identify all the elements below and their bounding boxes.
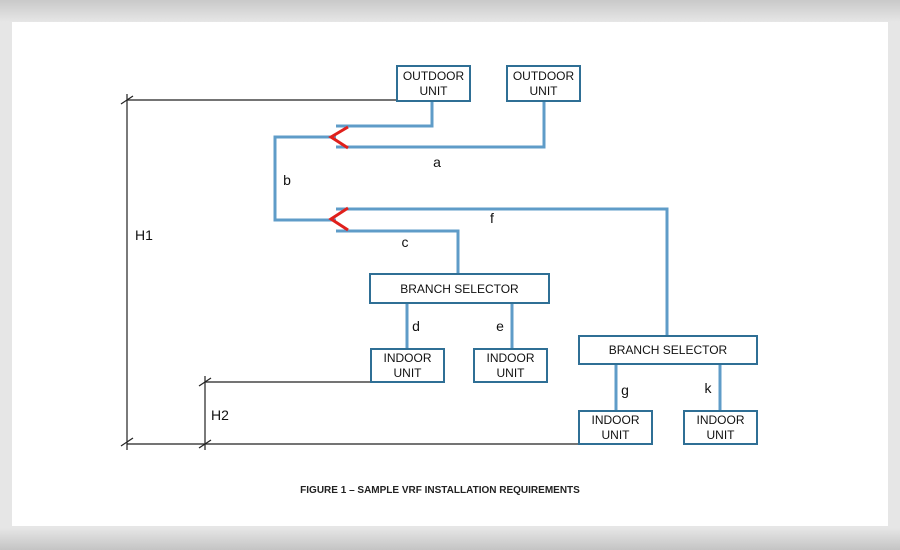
branch-selector-2-label: BRANCH SELECTOR [609, 343, 728, 357]
branch-selector-1-label: BRANCH SELECTOR [400, 282, 519, 296]
indoor-unit-2-line1: INDOOR [487, 351, 535, 365]
outdoor-unit-2: OUTDOOR UNIT [506, 65, 581, 102]
indoor-unit-4: INDOOR UNIT [683, 410, 758, 445]
outdoor-unit-1: OUTDOOR UNIT [396, 65, 471, 102]
h1-top-tick [120, 95, 134, 105]
h1-bottom-tick [120, 437, 134, 447]
indoor-unit-1-line2: UNIT [394, 366, 423, 380]
height-label-h2: H2 [211, 407, 229, 423]
height-label-h1: H1 [135, 227, 153, 243]
pipe-f [336, 207, 669, 336]
refnet-joint-lower [328, 206, 349, 232]
indoor-unit-2: INDOOR UNIT [473, 348, 548, 383]
outdoor-unit-2-line1: OUTDOOR [513, 69, 575, 83]
pipe-outdoor-1 [336, 102, 434, 128]
h2-top-tick [198, 377, 212, 387]
refnet-joint-upper [328, 125, 349, 150]
pipe-label-c: c [402, 234, 409, 250]
branch-selector-2: BRANCH SELECTOR [578, 335, 758, 365]
outdoor-unit-2-line2: UNIT [530, 84, 559, 98]
indoor-unit-3-line2: UNIT [602, 428, 631, 442]
pipe-label-e: e [496, 318, 504, 334]
branch-selector-1: BRANCH SELECTOR [369, 273, 550, 304]
figure-caption: FIGURE 1 – SAMPLE VRF INSTALLATION REQUI… [300, 485, 580, 496]
pipe-a [336, 102, 546, 149]
indoor-unit-4-line1: INDOOR [697, 413, 745, 427]
indoor-unit-3-line1: INDOOR [592, 413, 640, 427]
indoor-unit-4-line2: UNIT [707, 428, 736, 442]
pipe-label-d: d [412, 318, 420, 334]
indoor-unit-1-line1: INDOOR [384, 351, 432, 365]
pipe-b [273, 135, 336, 222]
indoor-unit-1: INDOOR UNIT [370, 348, 445, 383]
indoor-unit-2-line2: UNIT [497, 366, 526, 380]
pipe-label-b: b [283, 172, 291, 188]
dimension-lines [120, 94, 580, 450]
h2-bottom-tick [198, 439, 212, 449]
pipe-c [336, 229, 460, 273]
piping [273, 102, 722, 410]
outdoor-unit-1-line1: OUTDOOR [403, 69, 465, 83]
pipe-label-k: k [705, 380, 713, 396]
indoor-unit-3: INDOOR UNIT [578, 410, 653, 445]
pipe-label-f: f [490, 210, 494, 226]
outdoor-unit-1-line2: UNIT [420, 84, 449, 98]
pipe-label-a: a [433, 154, 441, 170]
pipe-label-g: g [621, 382, 629, 398]
